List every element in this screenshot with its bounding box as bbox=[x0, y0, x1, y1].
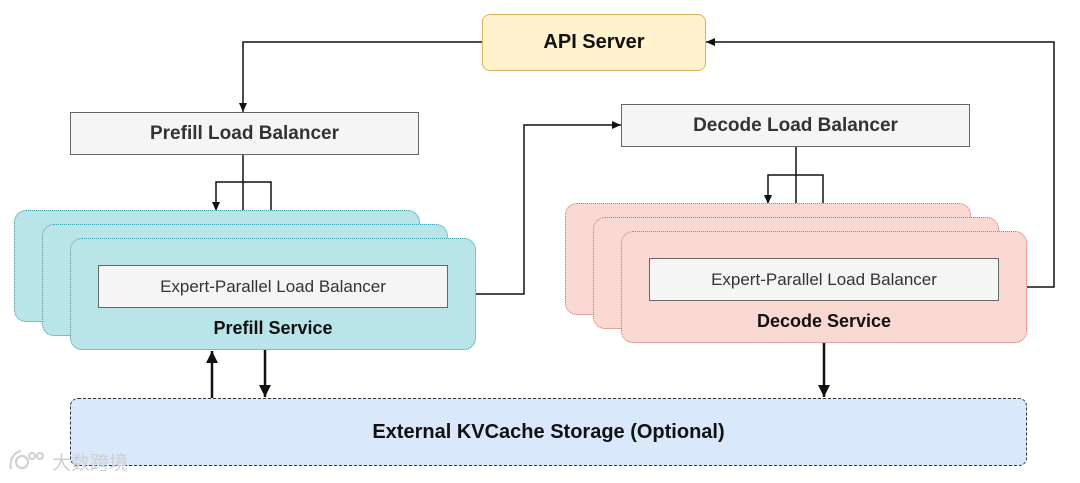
prefill-expert-parallel-lb-label: Expert-Parallel Load Balancer bbox=[160, 276, 386, 296]
external-kvcache-storage-node: External KVCache Storage (Optional) bbox=[70, 398, 1027, 466]
decode-service-label: Decode Service bbox=[756, 311, 892, 331]
watermark-text: 大数跨境 bbox=[52, 453, 129, 474]
prefill-service-label: Prefill Service bbox=[213, 318, 333, 338]
decode-load-balancer-node: Decode Load Balancer bbox=[621, 104, 970, 147]
decode-to-api-arrow bbox=[706, 38, 1055, 288]
decode-service-node: Expert-Parallel Load Balancer Decode Ser… bbox=[621, 231, 1027, 343]
prefill-expert-parallel-lb: Expert-Parallel Load Balancer bbox=[98, 265, 448, 308]
api-to-prefill-lb-arrow bbox=[239, 41, 482, 112]
prefill-to-decode-lb-arrow bbox=[476, 121, 621, 295]
prefill-load-balancer-node: Prefill Load Balancer bbox=[70, 112, 419, 155]
decode-expert-parallel-lb: Expert-Parallel Load Balancer bbox=[649, 258, 999, 301]
api-server-label: API Server bbox=[543, 31, 645, 53]
decode-load-balancer-label: Decode Load Balancer bbox=[693, 114, 898, 136]
watermark-logo-icon bbox=[9, 450, 44, 470]
external-kvcache-storage-label: External KVCache Storage (Optional) bbox=[372, 420, 725, 443]
decode-expert-parallel-lb-label: Expert-Parallel Load Balancer bbox=[711, 269, 937, 289]
api-server-node: API Server bbox=[482, 14, 706, 71]
prefill-service-node: Expert-Parallel Load Balancer Prefill Se… bbox=[70, 238, 476, 350]
prefill-load-balancer-label: Prefill Load Balancer bbox=[149, 122, 339, 144]
